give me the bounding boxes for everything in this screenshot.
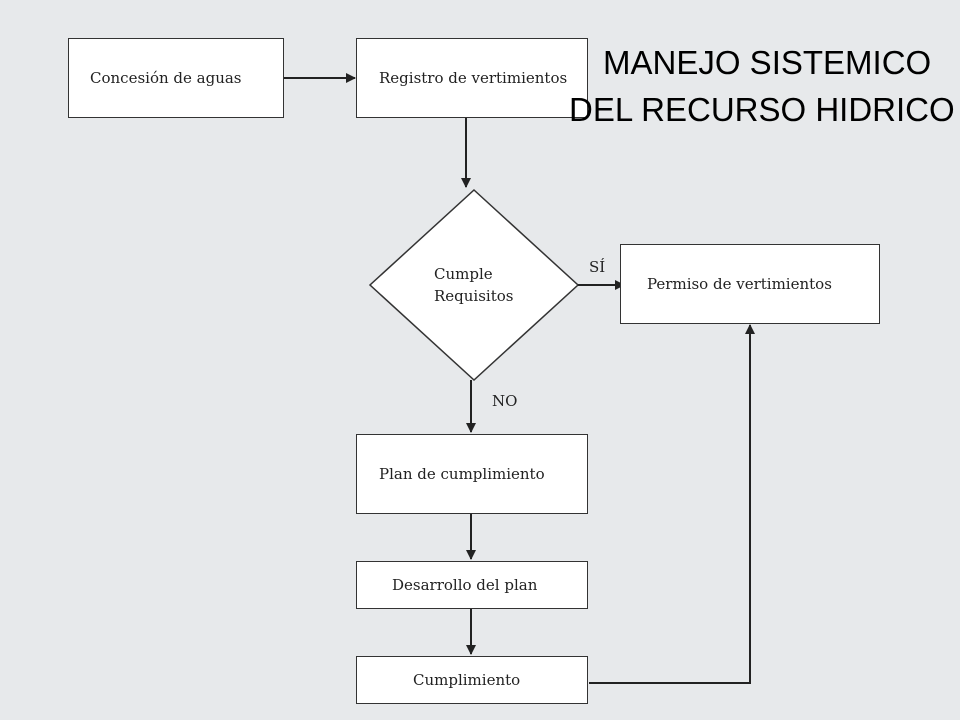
page-title-line2: DEL RECURSO HIDRICO: [569, 91, 955, 128]
node-permiso-de-vertimientos: Permiso de vertimientos: [620, 244, 880, 324]
node-desarrollo-del-plan: Desarrollo del plan: [356, 561, 588, 609]
decision-diamond: [368, 188, 580, 382]
page-title-line1: MANEJO SISTEMICO: [603, 44, 932, 81]
decision-label-line1: Cumple: [434, 265, 493, 283]
node-cumplimiento: Cumplimiento: [356, 656, 588, 704]
node-desarrollo-label: Desarrollo del plan: [392, 576, 538, 594]
node-cumplimiento-label: Cumplimiento: [413, 671, 521, 689]
decision-label: Cumple Requisitos: [434, 263, 513, 307]
arrow-cumplimiento-to-permiso: [589, 324, 755, 684]
node-concesion-label: Concesión de aguas: [90, 69, 242, 87]
no-edge-label: NO: [492, 392, 518, 410]
node-plan-de-cumplimiento: Plan de cumplimiento: [356, 434, 588, 514]
yes-edge-label: SÍ: [589, 258, 606, 276]
node-concesion-de-aguas: Concesión de aguas: [68, 38, 284, 118]
node-permiso-label: Permiso de vertimientos: [647, 275, 832, 293]
decision-label-line2: Requisitos: [434, 287, 514, 305]
node-registro-label: Registro de vertimientos: [379, 69, 568, 87]
node-plan-label: Plan de cumplimiento: [379, 465, 545, 483]
node-registro-de-vertimientos: Registro de vertimientos: [356, 38, 588, 118]
